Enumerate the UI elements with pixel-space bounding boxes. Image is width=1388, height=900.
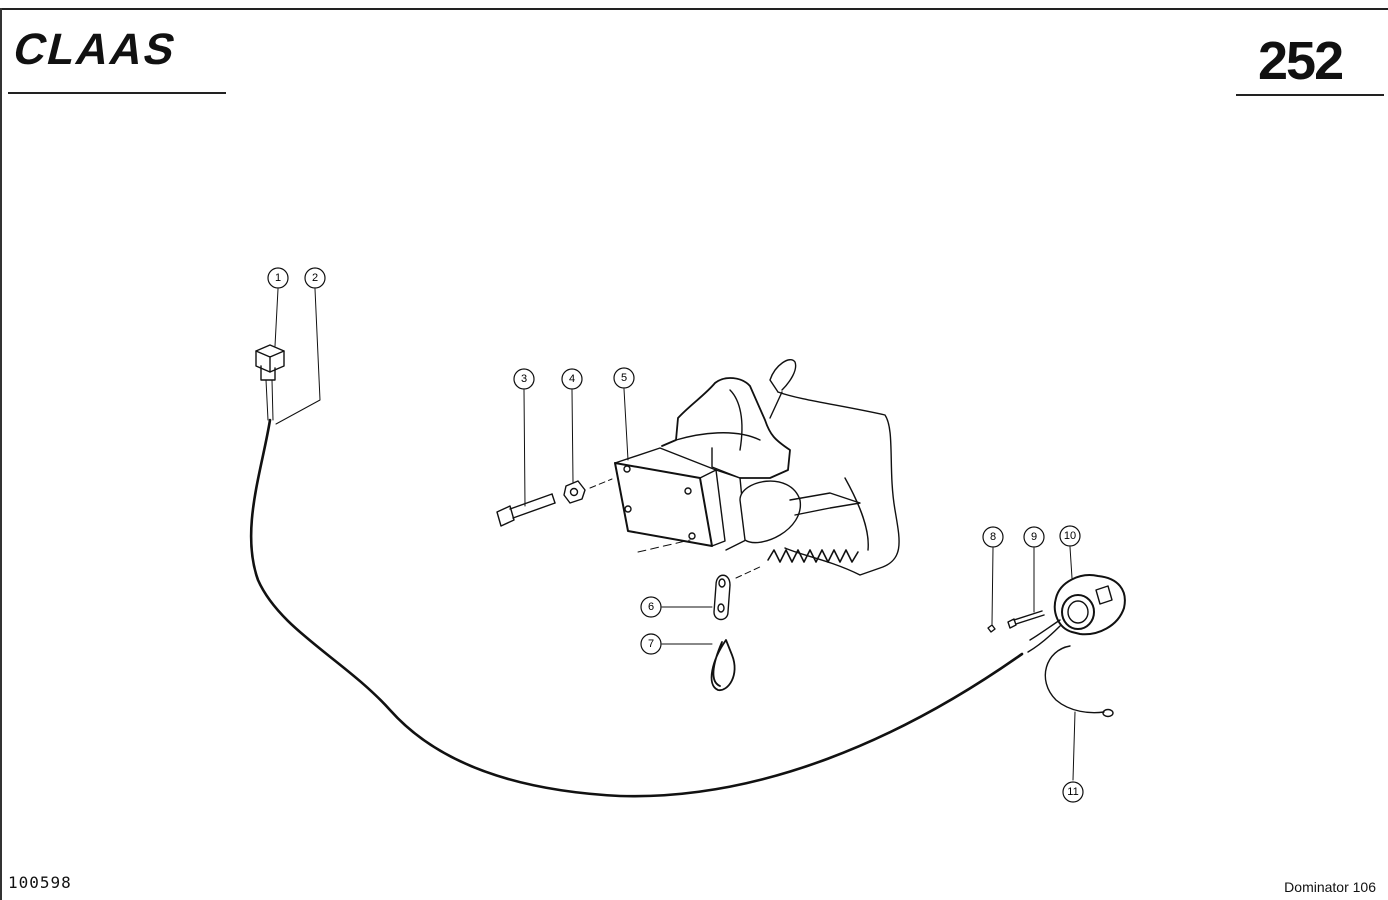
callout-4: 4 (561, 368, 583, 390)
callout-label: 4 (569, 373, 575, 385)
split-pin (710, 639, 736, 691)
callout-label: 9 (1031, 531, 1037, 543)
callout-label: 10 (1064, 530, 1076, 542)
document-code: 100598 (8, 873, 72, 892)
callout-label: 3 (521, 373, 527, 385)
left-border (0, 8, 2, 900)
top-border (0, 8, 1388, 10)
callout-6: 6 (640, 596, 662, 618)
model-name: Dominator 106 (1284, 879, 1376, 895)
callout-label: 2 (312, 272, 318, 284)
switch-housing (614, 359, 900, 576)
callout-5: 5 (613, 367, 635, 389)
callout-3: 3 (513, 368, 535, 390)
callouts: 1 2 3 4 5 6 7 8 (267, 267, 1084, 803)
callout-8: 8 (982, 526, 1004, 548)
claas-logo: CLAAS (9, 26, 232, 75)
callout-9: 9 (1023, 526, 1045, 548)
callout-label: 11 (1067, 786, 1078, 798)
round-socket (1027, 574, 1126, 653)
callout-7: 7 (640, 633, 662, 655)
eyelet (1102, 708, 1114, 718)
small-pin (987, 624, 996, 633)
callout-label: 5 (621, 372, 627, 384)
brand-name: CLAAS (12, 28, 182, 70)
callout-label: 7 (648, 638, 654, 650)
bolt (496, 493, 556, 527)
wiring-harness (249, 418, 1024, 798)
plug-connector (255, 344, 285, 421)
leader-lines (274, 288, 1076, 781)
callout-label: 1 (275, 272, 281, 284)
callout-1: 1 (267, 267, 289, 289)
callout-11: 11 (1062, 781, 1084, 803)
callout-2: 2 (304, 267, 326, 289)
nut (563, 480, 586, 504)
link-plate (713, 574, 731, 621)
logo-underline (8, 92, 226, 94)
callout-label: 8 (990, 531, 996, 543)
screw (1007, 610, 1045, 629)
page-number: 252 (1258, 31, 1344, 91)
callout-10: 10 (1059, 525, 1081, 547)
page-number-underline (1236, 94, 1384, 96)
callout-label: 6 (648, 601, 654, 613)
ground-wire (1044, 645, 1105, 714)
